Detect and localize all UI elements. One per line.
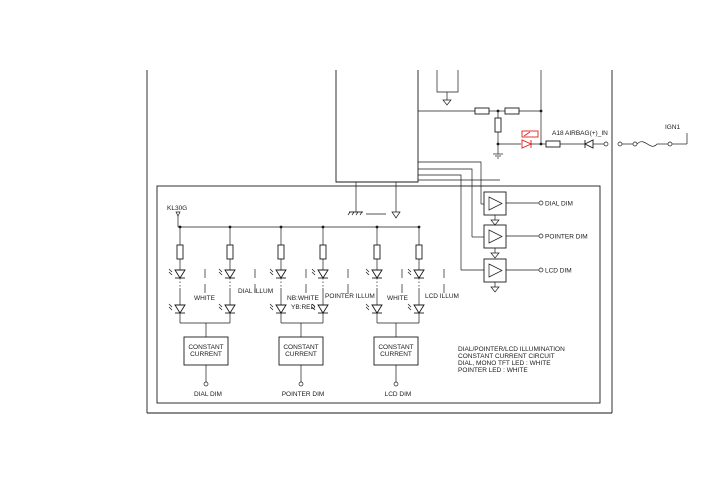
cc-label-line2: CURRENT: [380, 351, 412, 358]
led-label-dial-illum: DIAL ILLUM: [238, 288, 273, 295]
pointer-dim-driver: POINTER DIM: [483, 224, 588, 259]
airbag-input-network: IGN1 A18 AIRBAG(+)_IN: [418, 70, 688, 159]
led-label-white-2: WHITE: [387, 295, 409, 302]
note-line-2: CONSTANT CURRENT CIRCUIT: [458, 353, 555, 360]
cc-label-line1: CONSTANT: [378, 344, 413, 351]
cc-label-line1: CONSTANT: [188, 344, 223, 351]
led-string-3: [269, 225, 307, 323]
chassis-ground-icon: [347, 211, 363, 216]
ground-icon: [493, 153, 503, 159]
bottom-label-pointer-dim: POINTER DIM: [282, 391, 325, 398]
led-label-white-1: WHITE: [194, 295, 216, 302]
kl30g-supply: KL30G: [167, 205, 420, 228]
note-line-4: POINTER LED : WHITE: [458, 367, 528, 374]
fuse-icon: [636, 141, 658, 147]
dial-dim-driver: DIAL DIM: [483, 191, 573, 226]
led-string-6: [407, 225, 445, 323]
led-string-5: [365, 225, 403, 323]
controller-block: [335, 70, 419, 219]
ign-label: IGN1: [665, 124, 681, 131]
supply-label: KL30G: [167, 205, 187, 212]
led-string-4: [311, 225, 349, 323]
led-label-yb-red: YB:RED: [291, 304, 316, 311]
highlighted-zener-diode-icon: [521, 130, 539, 149]
ground-triangle-icon: [391, 211, 401, 219]
led-string-2: [218, 225, 256, 323]
illumination-block: KL30G WHITE DIAL ILLUM NB:WHITE YB:RED P…: [156, 185, 601, 404]
bottom-label-lcd-dim: LCD DIM: [385, 391, 412, 398]
note-line-3: DIAL, MONO TFT LED : WHITE: [458, 360, 551, 367]
note-line-1: DIAL/POINTER/LCD ILLUMINATION: [458, 346, 565, 353]
led-branches: [168, 225, 445, 323]
cc-label-line1: CONSTANT: [283, 344, 318, 351]
led-label-nb-white: NB:WHITE: [287, 295, 319, 302]
lcd-dim-driver: LCD DIM: [483, 258, 572, 293]
dial-dim-output-label: DIAL DIM: [545, 201, 573, 208]
dimming-outputs: DIAL DIM POINTER DIM LCD DIM: [418, 161, 588, 293]
outer-frame: [146, 70, 613, 414]
diode-icon: [583, 139, 594, 149]
circuit-notes: DIAL/POINTER/LCD ILLUMINATION CONSTANT C…: [458, 346, 565, 374]
cc-label-line2: CURRENT: [190, 351, 222, 358]
led-string-1: [168, 225, 206, 323]
airbag-input-label: A18 AIRBAG(+)_IN: [552, 130, 608, 137]
pointer-dim-output-label: POINTER DIM: [545, 234, 588, 241]
led-label-lcd-illum: LCD ILLUM: [425, 293, 459, 300]
led-label-pointer-illum: POINTER ILLUM: [325, 293, 375, 300]
cc-label-line2: CURRENT: [285, 351, 317, 358]
lcd-dim-output-label: LCD DIM: [545, 268, 572, 275]
bottom-label-dial-dim: DIAL DIM: [194, 391, 222, 398]
